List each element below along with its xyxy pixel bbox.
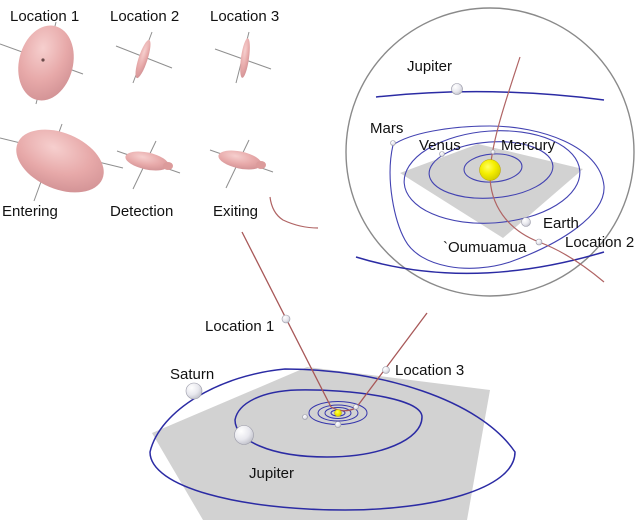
surface-dot	[41, 58, 45, 62]
location-1-marker	[281, 314, 291, 324]
trajectory-fragment	[269, 196, 319, 229]
planet-saturn	[185, 382, 203, 400]
grid-label-location-2: Location 2	[110, 8, 179, 25]
earth-orbit	[403, 130, 581, 224]
sun	[334, 409, 342, 417]
inner-planet-dot	[334, 421, 342, 428]
inset-planet-earth	[521, 217, 531, 227]
inset-label-location-2: Location 2	[565, 234, 634, 251]
ellipsoid-entering	[0, 123, 124, 202]
oumuamua-location-2-marker	[535, 238, 543, 246]
inset-planet-venus	[439, 151, 445, 157]
inset-planet-mercury	[490, 149, 496, 155]
ellipsoid-location-1	[0, 21, 84, 105]
ellipsoid-body	[125, 151, 169, 171]
planet-jupiter	[234, 425, 254, 445]
inner-planet-dot	[353, 404, 359, 410]
inset-label-mercury: Mercury	[501, 137, 556, 154]
overview-label-jupiter: Jupiter	[249, 465, 294, 482]
oumuamua-trajectory	[489, 56, 605, 283]
location-3-marker	[382, 366, 390, 374]
grid-label-exiting: Exiting	[213, 203, 258, 220]
inset-sun	[479, 159, 501, 181]
ecliptic-plane	[152, 367, 490, 520]
inner-planet-dot	[302, 414, 308, 420]
inset-label-jupiter: Jupiter	[407, 58, 452, 75]
inset-inner-solar-system: Jupiter Mars Venus Mercury Earth `Oumuam…	[345, 7, 635, 297]
inner-orbit-ring	[317, 404, 359, 422]
grid-label-entering: Entering	[2, 203, 58, 220]
inset-label-venus: Venus	[419, 137, 461, 154]
trajectory-perihelion-arc	[330, 406, 357, 412]
inset-planet-jupiter	[451, 83, 463, 95]
overview-label-saturn: Saturn	[170, 366, 214, 383]
overview-solar-system: Location 1 Saturn Location 3 Jupiter	[149, 196, 516, 520]
ellipsoid-body	[240, 38, 250, 78]
ellipsoid-exiting	[209, 139, 274, 189]
jupiter-orbit-far-arc	[375, 90, 605, 101]
grid-label-location-3: Location 3	[210, 8, 279, 25]
inset-label-oumuamua: `Oumuamua	[443, 239, 527, 256]
overview-label-location-3: Location 3	[395, 362, 464, 379]
grid-label-detection: Detection	[110, 203, 173, 220]
jupiter-orbit	[234, 389, 423, 458]
venus-orbit	[428, 141, 554, 199]
trajectory-outgoing-leg	[355, 312, 428, 409]
ellipsoid-body	[16, 129, 104, 193]
ellipsoid-body	[218, 150, 262, 170]
ellipsoid-knob	[163, 162, 173, 170]
ellipsoid-knob	[256, 161, 266, 169]
inset-label-mars: Mars	[370, 120, 403, 137]
inner-orbit-ring	[324, 407, 352, 419]
grid-label-location-1: Location 1	[10, 8, 79, 25]
ellipsoid-body	[135, 39, 151, 79]
mars-orbit	[389, 125, 605, 269]
ellipsoid-detection	[116, 140, 181, 190]
overview-label-location-1: Location 1	[205, 318, 274, 335]
inset-planet-mars	[390, 140, 396, 146]
jupiter-orbit-near-arc	[355, 251, 605, 275]
shape-grid: Location 1 Location 2 Location 3 Enterin…	[0, 8, 279, 220]
ellipsoid-location-2	[115, 31, 173, 84]
ellipsoid-body	[18, 25, 74, 101]
inset-label-earth: Earth	[543, 215, 579, 232]
ellipsoid-location-3	[214, 31, 272, 84]
saturn-orbit	[149, 368, 516, 511]
